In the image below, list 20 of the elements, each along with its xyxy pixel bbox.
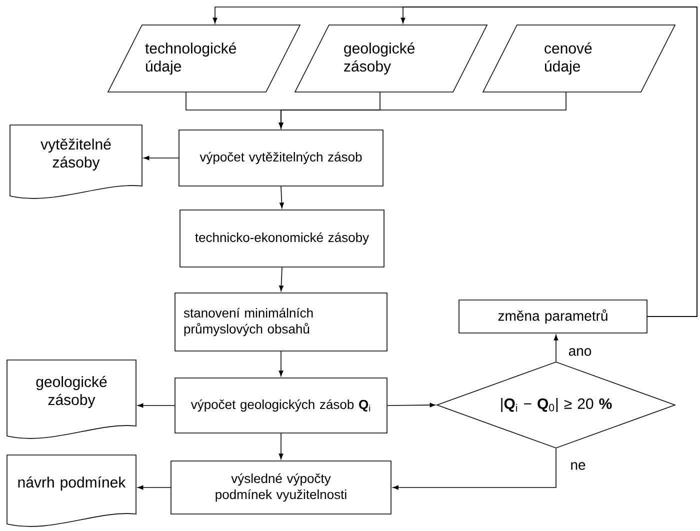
arrow — [387, 402, 436, 408]
process-box: výpočet vytěžitelných zásob — [178, 130, 384, 186]
process-box: stanovení minimálních průmyslových obsahů — [174, 292, 388, 352]
arrow — [554, 334, 558, 362]
arrow — [278, 92, 566, 128]
arrow — [138, 485, 171, 490]
edge-label: ano — [567, 347, 593, 357]
process-box: změna parametrů — [458, 300, 648, 334]
edge-label: ne — [569, 461, 587, 471]
process-box: výsledné výpočty podmínek využitelnosti — [170, 460, 392, 514]
arrow — [278, 433, 284, 460]
arrow — [144, 156, 179, 160]
process-box: technicko-ekonomické zásoby — [180, 210, 384, 268]
arrow — [280, 186, 284, 208]
arrow — [400, 6, 698, 317]
arrow — [278, 351, 284, 376]
arrow — [392, 448, 556, 490]
arrow — [138, 403, 175, 408]
process-box: výpočet geologických zásob Q$_{i}$ — [174, 378, 388, 434]
arrow — [279, 267, 284, 292]
